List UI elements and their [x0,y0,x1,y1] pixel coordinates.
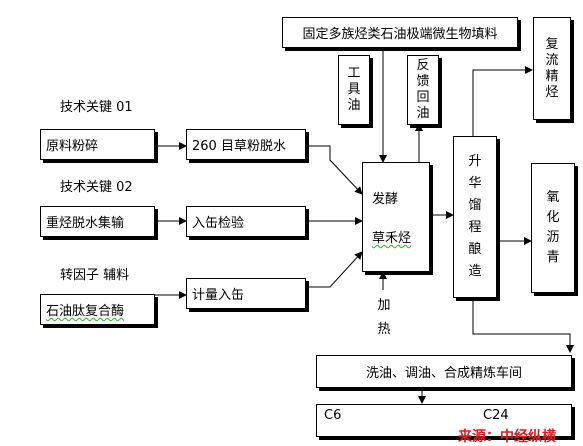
range-box: C6 C24 [316,404,572,437]
asphalt-box: 氧化沥青 [531,163,575,293]
key-label-1: 技术关键 01 [60,100,133,115]
heating-label: 加热 [377,298,391,337]
feedback-oil-box: 反馈回油 [407,55,439,125]
meter-tank-text: 计量入缶 [192,288,245,303]
tool-oil-text: 工具油 [347,66,361,113]
range-end: C24 [483,408,509,423]
feedback-oil-text: 反馈回油 [416,58,430,121]
arrow-mesh-to-ferment [306,145,363,195]
tank-inspect-text: 入缶检验 [192,216,245,231]
meter-tank-box: 计量入缶 [186,278,306,309]
workshop-box: 洗油、调油、合成精炼车间 [316,355,572,388]
reflux-box: 复流精烃 [533,17,571,120]
petroleum-enzyme-text: 石油肽复合酶 [46,304,125,319]
asphalt-text: 氧化沥青 [546,190,560,265]
mesh-dewater-box: 260 目草粉脱水 [186,129,306,160]
mesh-dewater-text: 260 目草粉脱水 [192,139,286,154]
factor-label: 转因子 辅料 [60,268,130,283]
ferment-line1: 发酵 [372,192,399,207]
ferment-box: 发酵 草禾烃 [362,162,430,272]
key-label-2: 技术关键 02 [60,180,133,195]
petroleum-enzyme-box: 石油肽复合酶 [40,294,155,325]
filler-text: 固定多族烃类石油极端微生物填料 [302,27,498,42]
source-credit: 来源：中经纵横 [458,429,556,445]
sublimation-text: 升华馏程酿造 [468,154,482,279]
reflux-text: 复流精烃 [545,36,559,100]
heavy-dewater-text: 重烃脱水集输 [46,216,125,231]
raw-crush-text: 原料粉碎 [46,139,99,154]
heavy-dewater-box: 重烃脱水集输 [40,206,155,237]
arrow-meter-to-ferment [306,251,363,288]
arrow-sublimation-to-workshop [472,298,574,353]
arrow-sublimation-to-reflux [472,66,533,136]
filler-box: 固定多族烃类石油极端微生物填料 [282,17,518,48]
raw-crush-box: 原料粉碎 [40,129,155,160]
ferment-line2: 草禾烃 [372,231,412,246]
sublimation-box: 升华馏程酿造 [453,136,497,298]
tank-inspect-box: 入缶检验 [186,206,306,237]
range-start: C6 [324,408,342,423]
tool-oil-box: 工具油 [338,55,370,125]
workshop-text: 洗油、调油、合成精炼车间 [365,366,522,381]
